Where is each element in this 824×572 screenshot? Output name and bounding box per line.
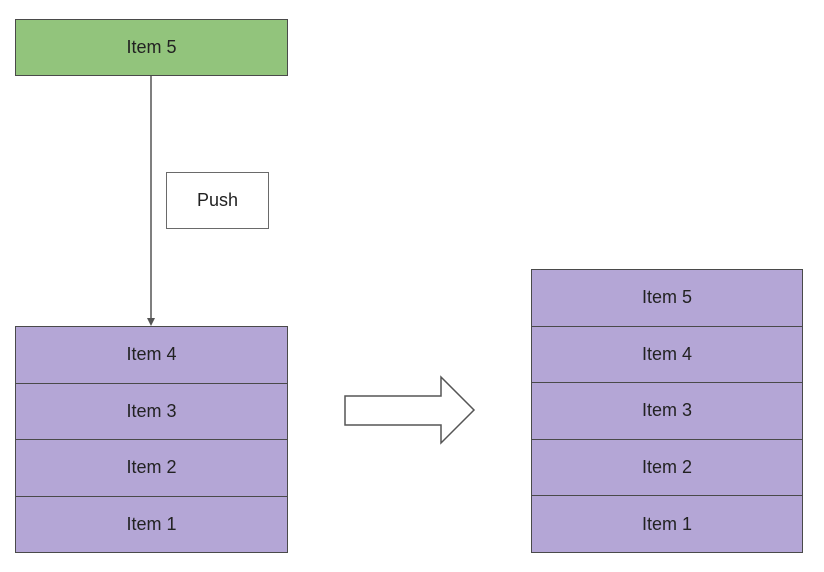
new-item-box: Item 5 bbox=[15, 19, 288, 76]
stack-item-label: Item 1 bbox=[126, 514, 177, 535]
stack-item-label: Item 4 bbox=[641, 343, 693, 364]
stack-after-item: Item 2 bbox=[532, 440, 802, 496]
stack-before-item: Item 4 bbox=[16, 327, 287, 384]
push-label: Push bbox=[196, 190, 239, 210]
new-item-label: Item 5 bbox=[126, 37, 177, 57]
stack-before-item: Item 1 bbox=[16, 497, 287, 554]
stack-after: Item 5 Item 4 Item 3 Item 2 Item 1 bbox=[531, 269, 803, 553]
stack-item-label: Item 4 bbox=[126, 344, 177, 365]
stack-item-label: Item 3 bbox=[641, 400, 693, 421]
stack-after-item: Item 4 bbox=[532, 327, 802, 383]
stack-item-label: Item 5 bbox=[641, 287, 693, 308]
stack-after-item: Item 1 bbox=[532, 496, 802, 553]
stack-after-item: Item 3 bbox=[532, 383, 802, 440]
stack-item-label: Item 3 bbox=[126, 400, 177, 421]
transition-arrow bbox=[344, 375, 476, 445]
push-arrowhead bbox=[147, 318, 155, 326]
stack-before-item: Item 2 bbox=[16, 440, 287, 497]
stack-item-label: Item 2 bbox=[641, 456, 693, 477]
stack-item-label: Item 2 bbox=[126, 457, 177, 478]
stack-item-label: Item 1 bbox=[641, 513, 693, 534]
stack-before-item: Item 3 bbox=[16, 384, 287, 440]
stack-after-item: Item 5 bbox=[532, 270, 802, 327]
stack-before: Item 4 Item 3 Item 2 Item 1 bbox=[15, 326, 288, 553]
push-label-box: Push bbox=[166, 172, 269, 229]
